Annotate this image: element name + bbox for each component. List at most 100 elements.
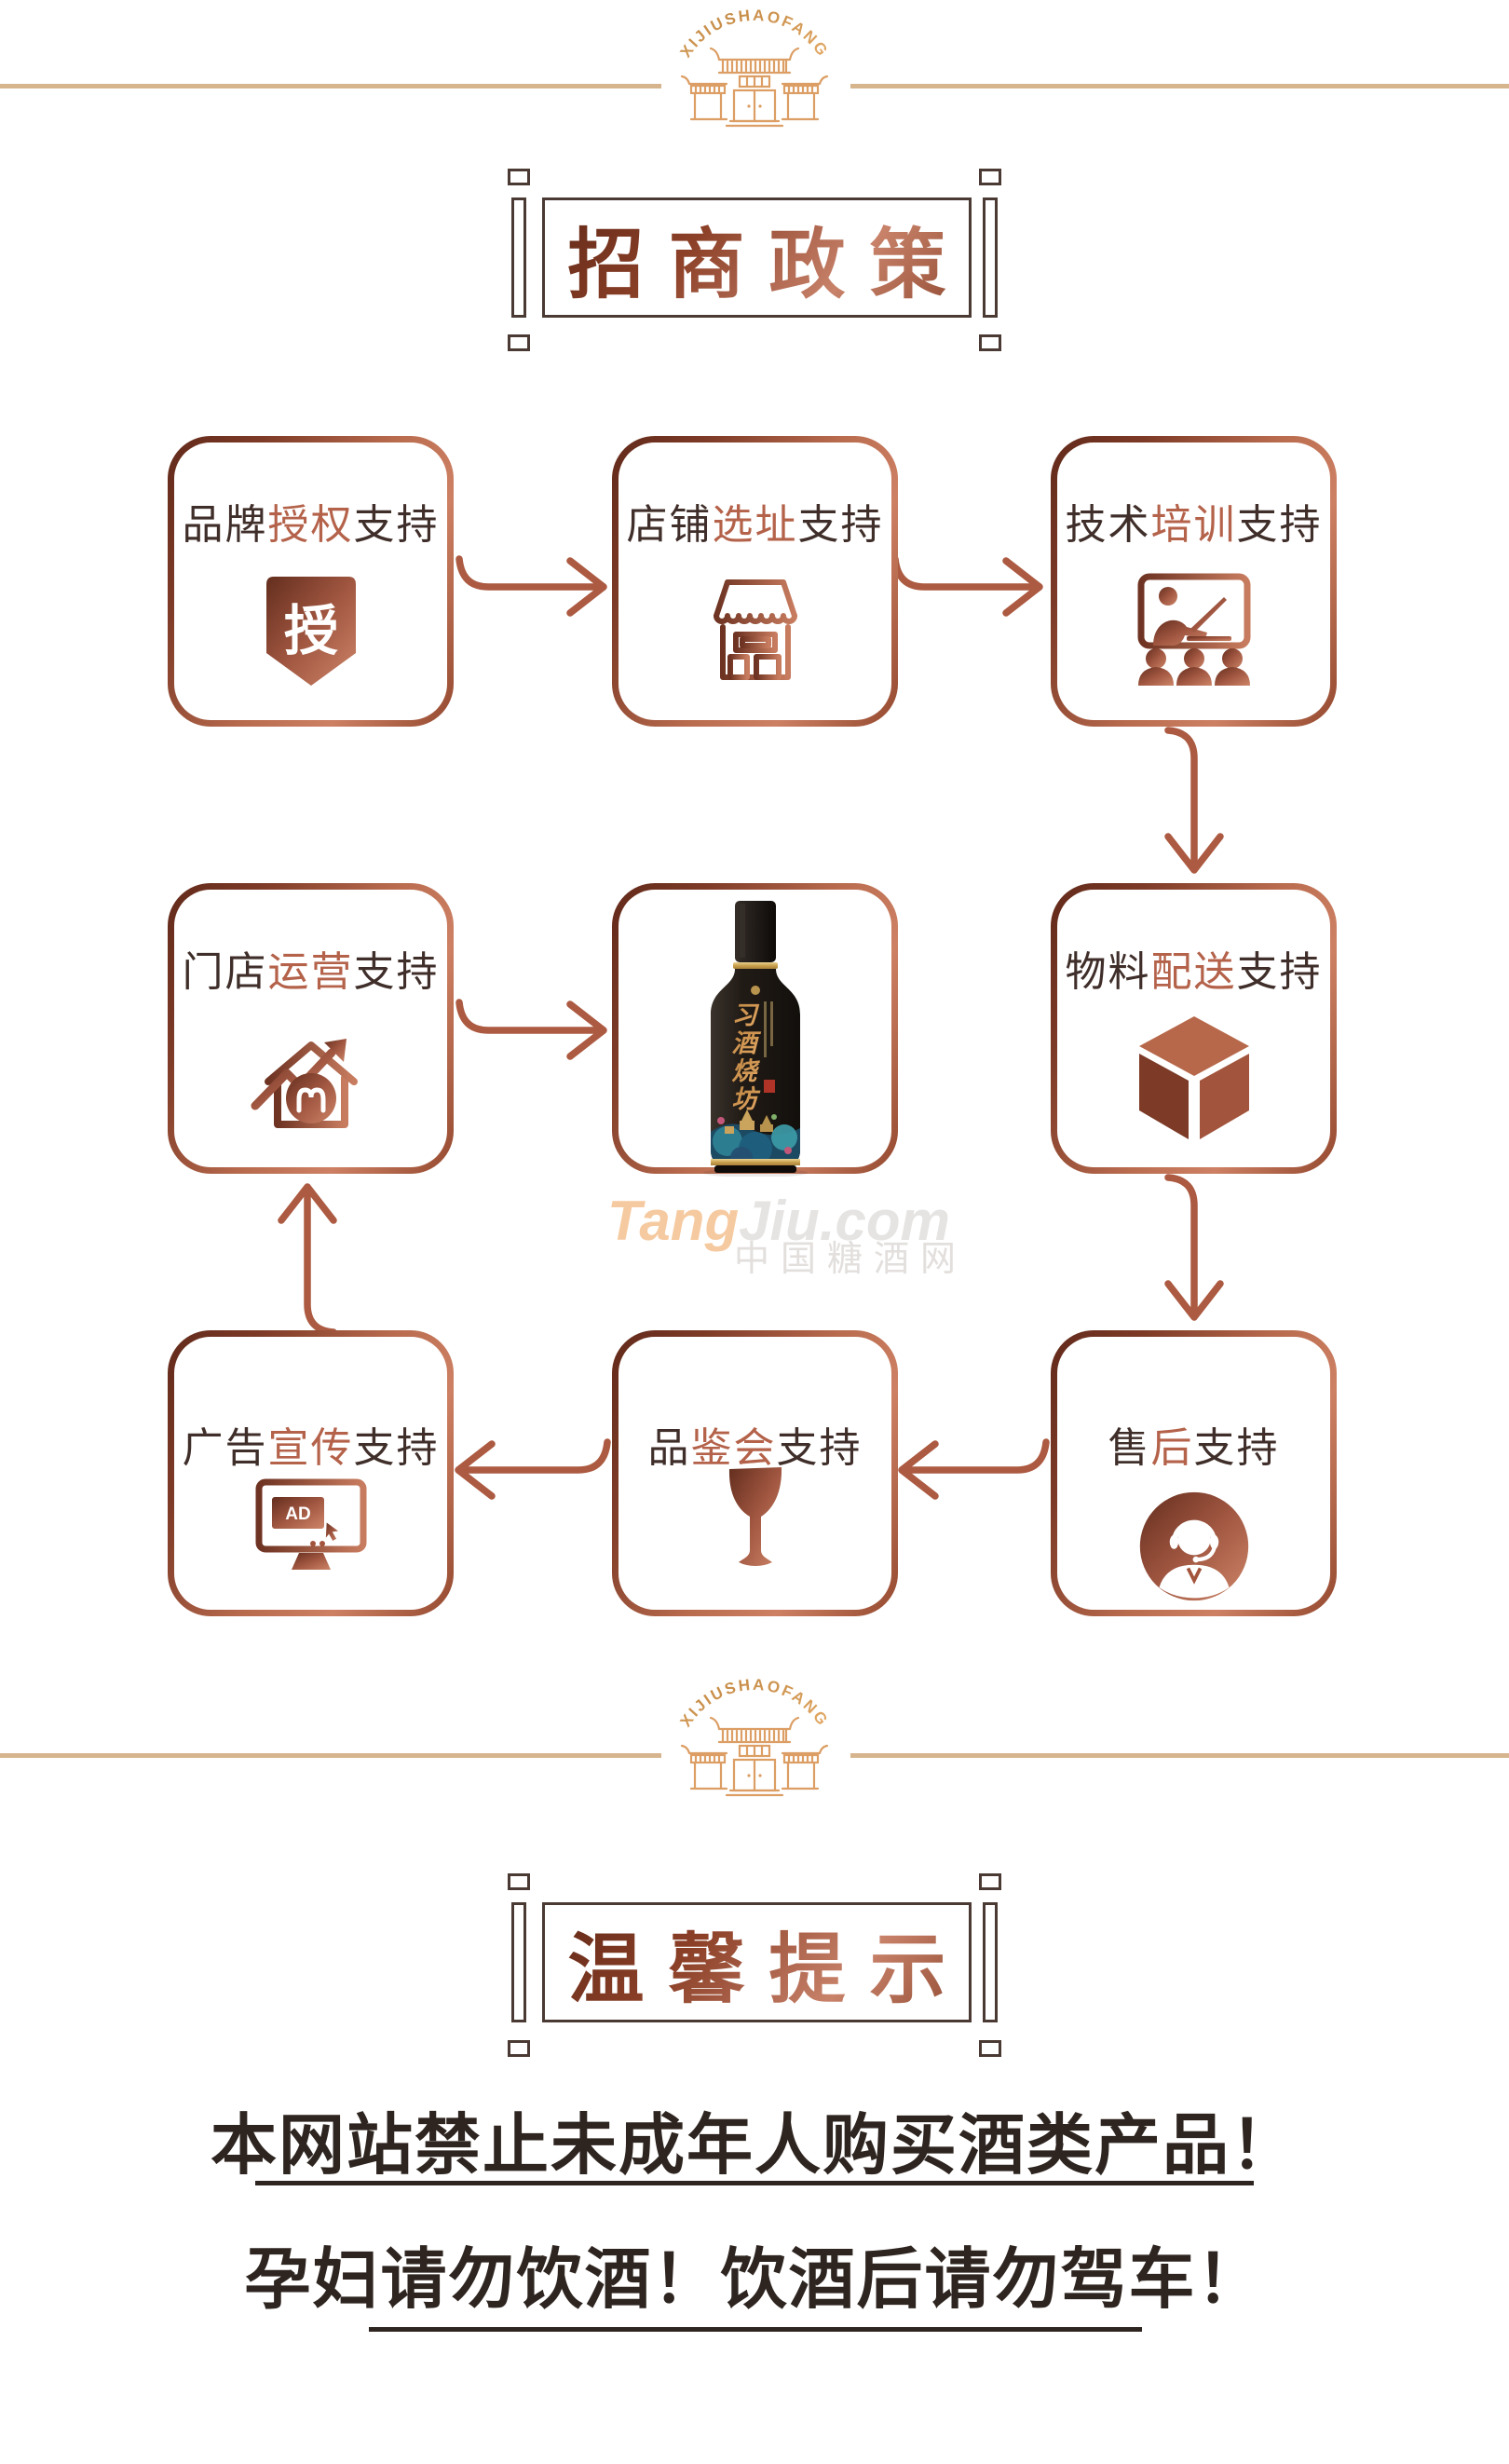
product-bottle-image: 习 酒 烧 坊 bbox=[702, 901, 808, 1177]
warning-divider bbox=[369, 2327, 1142, 2332]
arrow-advertising-to-operation bbox=[278, 1183, 337, 1336]
label-post: 支持 bbox=[797, 502, 884, 548]
label-pre: 售 bbox=[1108, 1425, 1151, 1471]
label-highlight: 后 bbox=[1150, 1425, 1194, 1471]
goblet-icon bbox=[728, 1467, 782, 1566]
flow-box-store-operation: 门店运营支持 bbox=[168, 883, 454, 1174]
watermark-subtitle: 中国糖酒网 bbox=[734, 1240, 968, 1279]
authorization-badge-icon: 授 bbox=[265, 577, 356, 686]
section-title-policy: 招商政策 bbox=[542, 197, 972, 318]
label-pre: 门店 bbox=[182, 949, 268, 995]
svg-text:坊: 坊 bbox=[731, 1085, 760, 1113]
flow-box-label: 品鉴会支持 bbox=[619, 1414, 891, 1474]
brand-logo: XIJIUSHAOFANG bbox=[676, 1677, 832, 1797]
svg-text:烧: 烧 bbox=[731, 1057, 760, 1085]
title-deco-bar bbox=[511, 197, 526, 318]
svg-text:习: 习 bbox=[731, 1001, 759, 1029]
title-deco-bar bbox=[983, 1902, 998, 2022]
page-title: 温馨提示 bbox=[544, 1907, 971, 2018]
label-post: 支持 bbox=[353, 949, 440, 995]
label-post: 支持 bbox=[353, 1425, 440, 1471]
flow-box-material-delivery: 物料配送支持 bbox=[1051, 883, 1337, 1174]
bottle-red-seal bbox=[763, 1080, 775, 1093]
badge-char: 授 bbox=[283, 601, 337, 661]
title-deco-square bbox=[979, 334, 1001, 351]
label-pre: 技术 bbox=[1065, 502, 1151, 548]
flow-box-after-sales: 售后支持 bbox=[1051, 1330, 1337, 1616]
bottle-brand-text: 习 酒 烧 坊 bbox=[731, 1001, 761, 1113]
title-deco-square bbox=[979, 169, 1001, 185]
title-deco-square bbox=[979, 2040, 1001, 2057]
gate-icon bbox=[680, 47, 829, 128]
brand-logo: XIJIUSHAOFANG bbox=[676, 7, 832, 128]
gate-icon bbox=[680, 1716, 829, 1797]
label-post: 支持 bbox=[1236, 949, 1323, 995]
label-highlight: 宣传 bbox=[267, 1425, 354, 1471]
title-deco-square bbox=[508, 1873, 530, 1890]
label-post: 支持 bbox=[776, 1425, 863, 1471]
warning-line-2: 孕妇请勿饮酒！饮酒后请勿驾车！ bbox=[244, 2244, 1265, 2317]
title-deco-square bbox=[508, 2040, 530, 2057]
warning-line-1: 本网站禁止未成年人购买酒类产品！ bbox=[210, 2110, 1298, 2183]
page-title: 招商政策 bbox=[544, 202, 971, 313]
header-line-right bbox=[850, 1753, 1509, 1758]
flow-box-label: 品牌授权支持 bbox=[174, 491, 447, 551]
flow-box-label: 物料配送支持 bbox=[1057, 938, 1330, 998]
label-highlight: 授权 bbox=[267, 502, 354, 548]
label-highlight: 选址 bbox=[712, 502, 798, 548]
training-presentation-icon bbox=[1137, 573, 1250, 686]
watermark-jiu: Jiu.com bbox=[739, 1190, 950, 1252]
label-post: 支持 bbox=[1236, 502, 1323, 548]
label-highlight: 运营 bbox=[267, 949, 354, 995]
title-deco-square bbox=[979, 1873, 1001, 1890]
label-pre: 店铺 bbox=[626, 502, 713, 548]
label-pre: 广告 bbox=[182, 1425, 268, 1471]
ad-label: AD bbox=[285, 1504, 310, 1524]
flow-box-label: 店铺选址支持 bbox=[619, 491, 891, 551]
brand-arc-text: XIJIUSHAOFANG bbox=[676, 1677, 832, 1730]
brand-arc-text: XIJIUSHAOFANG bbox=[676, 7, 832, 61]
arrow-tasting-to-advertising bbox=[455, 1438, 611, 1500]
label-highlight: 鉴会 bbox=[690, 1425, 777, 1471]
delivery-cube-icon bbox=[1138, 1016, 1249, 1139]
label-post: 支持 bbox=[1193, 1425, 1280, 1471]
ad-monitor-icon: AD bbox=[255, 1478, 366, 1570]
flow-box-label: 广告宣传支持 bbox=[174, 1414, 447, 1474]
arrow-brand-to-site bbox=[455, 555, 607, 617]
flow-box-product: 习 酒 烧 坊 bbox=[612, 883, 898, 1177]
flow-box-tasting: 品鉴会支持 bbox=[612, 1330, 898, 1616]
label-post: 支持 bbox=[353, 502, 440, 548]
label-highlight: 配送 bbox=[1150, 949, 1237, 995]
flow-box-label: 售后支持 bbox=[1057, 1414, 1330, 1474]
header-line-left bbox=[0, 84, 661, 88]
header-line-right bbox=[850, 84, 1509, 88]
flow-box-brand-authorization: 品牌授权支持 授 bbox=[168, 436, 454, 727]
watermark-tang: Tang bbox=[607, 1190, 740, 1252]
label-pre: 物料 bbox=[1065, 949, 1151, 995]
arrow-training-to-material bbox=[1164, 727, 1224, 874]
arrow-material-to-aftersales bbox=[1164, 1174, 1224, 1321]
watermark: TangJiu.com bbox=[607, 1189, 950, 1253]
title-deco-square bbox=[508, 169, 530, 185]
flow-box-label: 技术培训支持 bbox=[1057, 491, 1330, 551]
flow-box-site-selection: 店铺选址支持 bbox=[612, 436, 898, 727]
flow-box-training: 技术培训支持 bbox=[1051, 436, 1337, 727]
customer-service-icon bbox=[1139, 1491, 1248, 1601]
arrow-operation-to-product bbox=[455, 999, 607, 1060]
header-line-left bbox=[0, 1753, 661, 1758]
arrow-site-to-training bbox=[891, 555, 1043, 617]
arrow-aftersales-to-tasting bbox=[898, 1438, 1050, 1500]
label-pre: 品牌 bbox=[182, 502, 268, 548]
title-deco-bar bbox=[511, 1902, 526, 2022]
storefront-icon bbox=[713, 579, 797, 680]
flow-box-advertising: 广告宣传支持 AD bbox=[168, 1330, 454, 1616]
warning-divider bbox=[255, 2181, 1254, 2185]
label-pre: 品 bbox=[647, 1425, 691, 1471]
house-growth-chart-icon bbox=[251, 1039, 358, 1128]
title-deco-square bbox=[508, 334, 530, 351]
label-highlight: 培训 bbox=[1150, 502, 1237, 548]
svg-text:酒: 酒 bbox=[731, 1029, 761, 1057]
section-title-tips: 温馨提示 bbox=[542, 1902, 972, 2022]
title-deco-bar bbox=[983, 197, 998, 318]
